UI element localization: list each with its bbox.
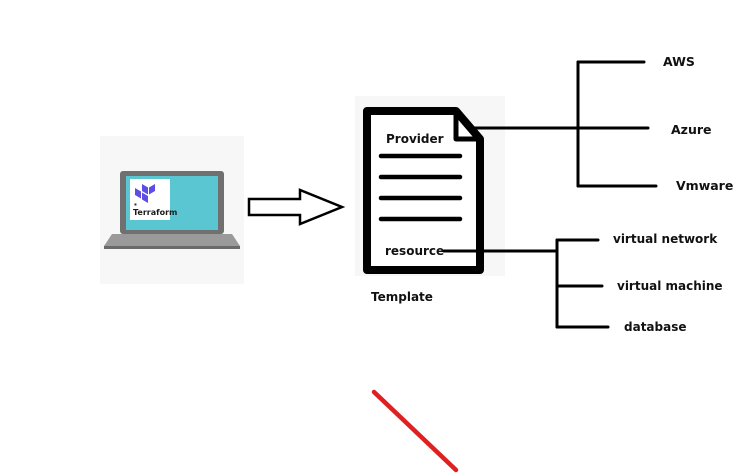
right-arrow-icon: [247, 188, 346, 226]
resource-label: resource: [385, 244, 444, 258]
logo-block-4: [142, 192, 148, 203]
provider-aws: AWS: [663, 54, 695, 69]
logo-block-3: [135, 188, 141, 199]
template-caption: Template: [371, 290, 433, 304]
provider-connectors: [466, 60, 658, 188]
laptop-brand-label: Terraform: [133, 208, 177, 217]
document-fold: [453, 111, 480, 142]
laptop-base: [104, 234, 240, 246]
resource-virtual-network: virtual network: [613, 232, 718, 246]
logo-block-2: [149, 184, 155, 195]
red-slash-mark: [371, 389, 459, 473]
logo-block-1: [142, 184, 148, 195]
logo-tile: [130, 179, 170, 220]
laptop-icon: ▪ Terraform: [100, 136, 244, 284]
resource-virtual-machine: virtual machine: [617, 279, 723, 293]
provider-vmware: Vmware: [676, 178, 733, 193]
logo-small-text: ▪: [134, 202, 137, 207]
laptop-base-edge: [104, 246, 240, 249]
provider-label: Provider: [386, 132, 444, 146]
resource-connectors: [442, 238, 610, 329]
document-outline: [363, 107, 484, 274]
terraform-logo-icon: ▪ Terraform: [130, 179, 177, 220]
provider-azure: Azure: [671, 122, 712, 137]
resource-database: database: [624, 320, 687, 334]
document-icon: Provider resource: [355, 96, 505, 276]
